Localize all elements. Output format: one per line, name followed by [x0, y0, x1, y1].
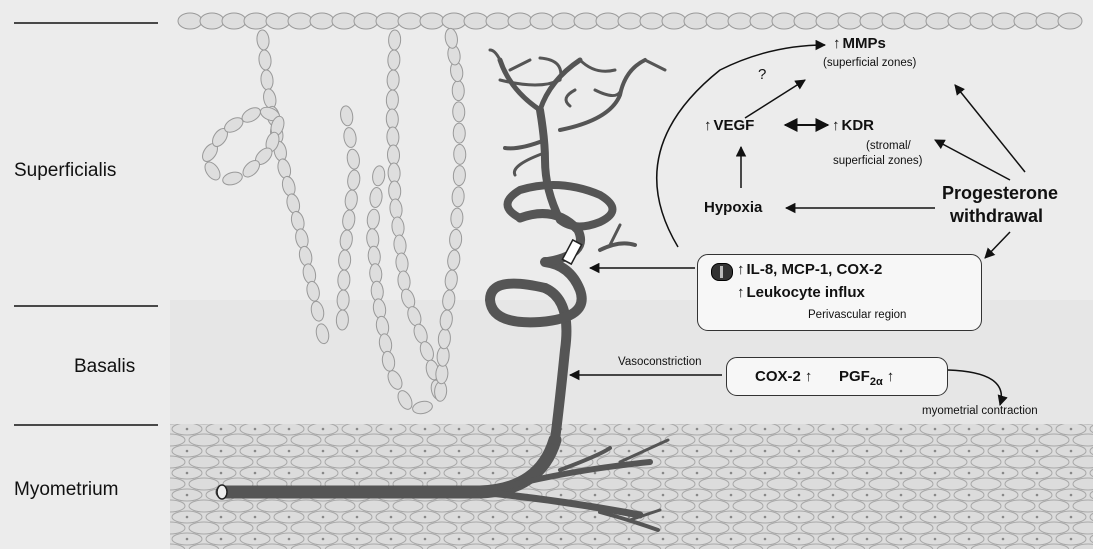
arrow-progesterone-to-kdr	[935, 140, 1010, 180]
question-mark: ?	[758, 66, 766, 83]
myometrial-contraction-label: myometrial contraction	[922, 405, 1038, 417]
perivascular-line1: IL-8, MCP-1, COX-2	[737, 261, 882, 278]
zone-label-basalis: Basalis	[74, 356, 135, 378]
arrow-vegf-to-mmps	[745, 80, 805, 118]
arrow-perivascular-to-mmps	[657, 45, 825, 247]
mmps-note: (superficial zones)	[823, 57, 916, 69]
kdr-note-2: superficial zones)	[833, 155, 922, 167]
pgf-label: PGF2α↑	[839, 368, 894, 388]
artery-lumen	[217, 485, 227, 499]
arrow-progesterone-to-mmps	[955, 85, 1025, 172]
pgf-subscript: 2α	[870, 376, 883, 388]
cox2-label: COX-2↑	[755, 368, 812, 385]
arrow-progesterone-to-perivascular	[985, 232, 1010, 258]
kdr-label: KDR	[832, 117, 874, 134]
progesterone-label-1: Progesterone	[942, 183, 1058, 204]
mmps-label: MMPs	[833, 35, 886, 52]
zone-label-myometrium: Myometrium	[14, 479, 119, 501]
perivascular-box: IL-8, MCP-1, COX-2 Leukocyte influx Peri…	[697, 254, 982, 331]
vegf-label: VEGF	[704, 117, 754, 134]
zone-label-superficialis: Superficialis	[14, 160, 116, 182]
surface-epithelium	[178, 13, 1082, 29]
hypoxia-label: Hypoxia	[704, 199, 762, 216]
perivascular-caption: Perivascular region	[808, 309, 906, 321]
leukocyte-icon	[711, 263, 733, 281]
vasoconstriction-label: Vasoconstriction	[618, 356, 702, 368]
kdr-note-1: (stromal/	[866, 140, 911, 152]
perivascular-line2: Leukocyte influx	[737, 284, 865, 301]
progesterone-label-2: withdrawal	[950, 206, 1043, 227]
basalis-box: COX-2↑ PGF2α↑	[726, 357, 948, 396]
